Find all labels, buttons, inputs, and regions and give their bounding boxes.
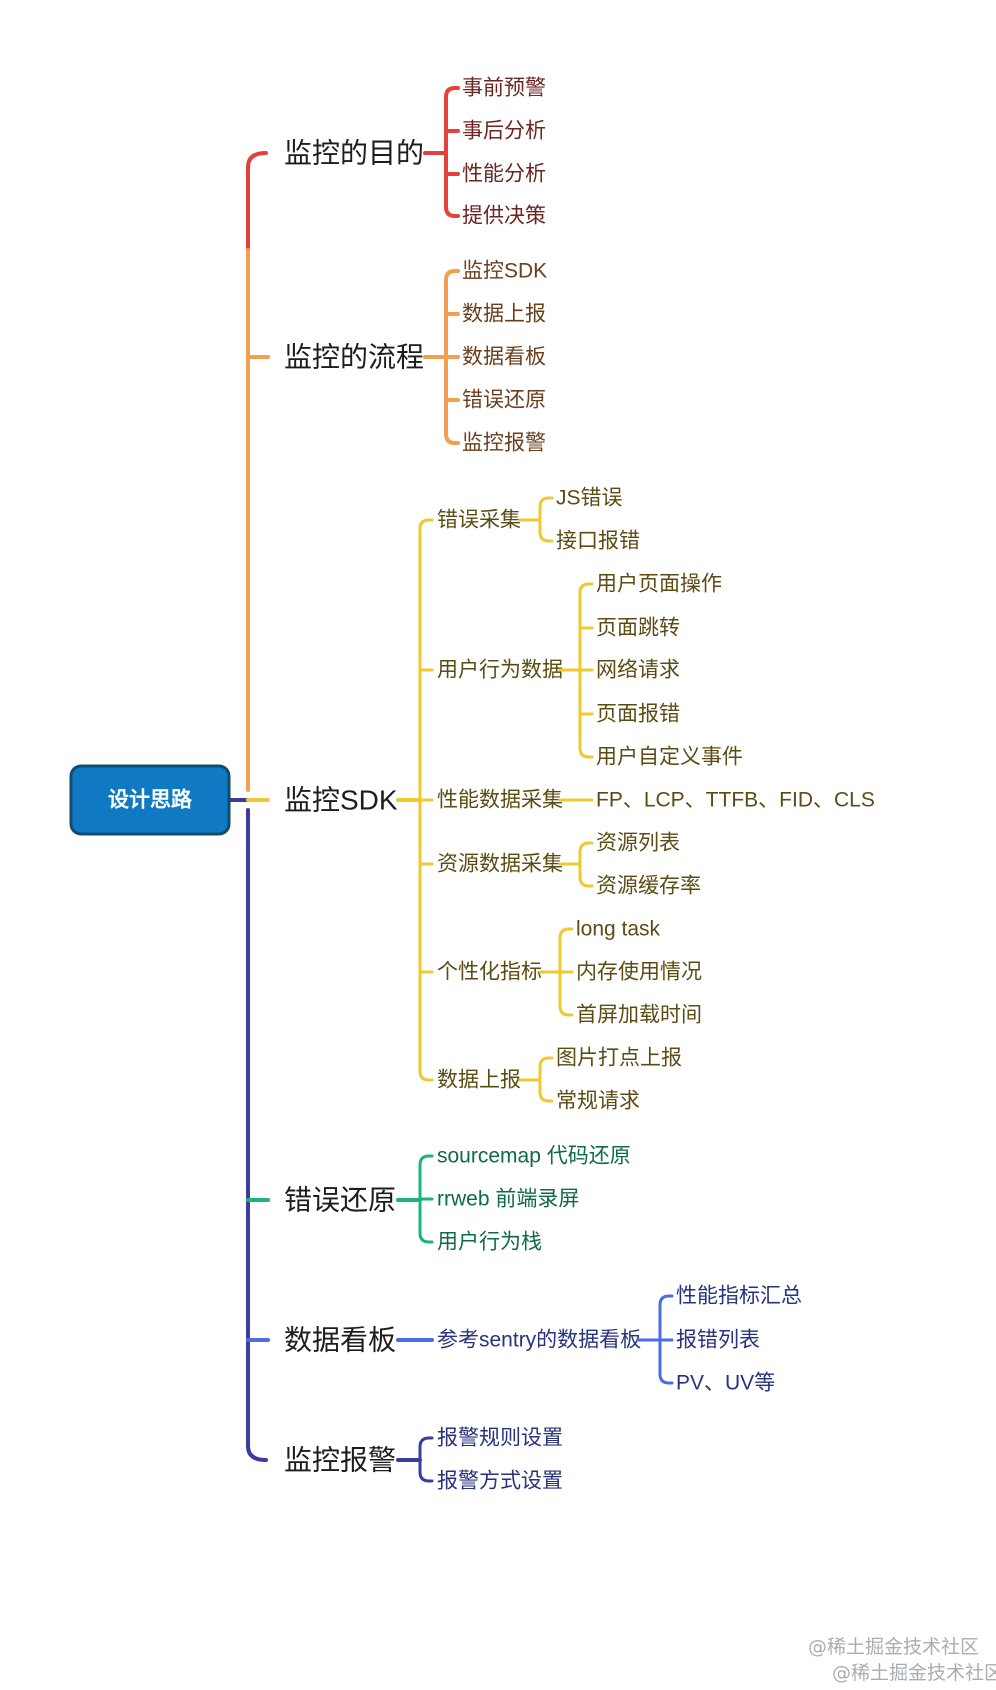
sdk-leaf: 图片打点上报 xyxy=(556,1047,682,1070)
watermark-line-2: @稀土掘金技术社区 xyxy=(832,1662,996,1684)
branch6-bracket xyxy=(418,1436,434,1483)
branch6-item: 报警规则设置 xyxy=(437,1427,563,1450)
branch-label-6: 监控报警 xyxy=(284,1445,396,1476)
branch2-bracket xyxy=(444,269,460,445)
sdk-leaf: 网络请求 xyxy=(596,659,680,682)
sdk-group-label-5: 个性化指标 xyxy=(437,961,542,984)
branch4-item: rrweb 前端录屏 xyxy=(437,1188,579,1211)
trunk-lower xyxy=(246,808,268,1462)
branch4-bracket xyxy=(418,1154,434,1244)
sdk-group-bracket-5 xyxy=(558,927,574,1017)
sdk-leaf: 资源缓存率 xyxy=(596,875,701,898)
dashboard-leaf: PV、UV等 xyxy=(676,1372,775,1395)
branch-label-3: 监控SDK xyxy=(284,785,398,816)
sdk-group-label-1: 错误采集 xyxy=(437,509,521,532)
branch4-item: 用户行为栈 xyxy=(437,1231,542,1254)
branch1-item: 提供决策 xyxy=(462,205,546,228)
dashboard-ref-label: 参考sentry的数据看板 xyxy=(437,1329,641,1352)
sdk-leaf: 页面跳转 xyxy=(596,617,680,640)
sdk-group-label-3: 性能数据采集 xyxy=(437,789,563,812)
branch2-item: 错误还原 xyxy=(462,389,546,412)
sdk-group-bracket-6 xyxy=(538,1056,554,1103)
sdk-group-label-4: 资源数据采集 xyxy=(437,853,563,876)
sdk-leaf: 页面报错 xyxy=(596,703,680,726)
sdk-group-label-2: 用户行为数据 xyxy=(437,659,563,682)
dashboard-leaf: 报错列表 xyxy=(676,1329,760,1352)
sdk-leaf: 资源列表 xyxy=(596,832,680,855)
sdk-leaf: JS错误 xyxy=(556,487,623,510)
sdk-leaf: 常规请求 xyxy=(556,1090,640,1113)
branch3-bracket xyxy=(418,518,434,1082)
sdk-group-label-6: 数据上报 xyxy=(437,1069,521,1092)
sdk-leaf: 用户自定义事件 xyxy=(596,746,743,769)
sdk-leaf: long task xyxy=(576,918,661,941)
root-node: 设计思路 xyxy=(69,764,231,836)
sdk-leaf: 首屏加载时间 xyxy=(576,1004,702,1027)
branch1-bracket xyxy=(444,86,460,218)
sdk-leaf: 接口报错 xyxy=(556,530,640,553)
branch4-item: sourcemap 代码还原 xyxy=(437,1145,631,1168)
branch-label-5: 数据看板 xyxy=(284,1325,396,1356)
sdk-group-bracket-1 xyxy=(538,496,554,543)
trunk-top xyxy=(246,151,268,252)
branch-label-1: 监控的目的 xyxy=(284,138,424,169)
branch6-item: 报警方式设置 xyxy=(437,1470,563,1493)
sdk-leaf: 内存使用情况 xyxy=(576,961,702,984)
sdk-group-bracket-2 xyxy=(578,582,594,759)
dashboard-leaf: 性能指标汇总 xyxy=(676,1285,802,1308)
sdk-group-bracket-4 xyxy=(578,841,594,888)
branch-label-2: 监控的流程 xyxy=(284,342,424,373)
root-label: 设计思路 xyxy=(108,788,193,812)
sdk-leaf: 用户页面操作 xyxy=(596,573,722,596)
branch-label-4: 错误还原 xyxy=(284,1185,396,1216)
branch2-item: 数据上报 xyxy=(462,303,546,326)
branch1-item: 事前预警 xyxy=(462,77,546,100)
sdk-leaf: FP、LCP、TTFB、FID、CLS xyxy=(596,789,875,812)
branch1-item: 事后分析 xyxy=(462,120,546,143)
branch2-item: 数据看板 xyxy=(462,346,546,369)
branch2-item: 监控SDK xyxy=(462,260,547,283)
dashboard-ref-bracket xyxy=(658,1294,674,1385)
branch1-item: 性能分析 xyxy=(462,163,546,186)
watermark-line-1: @稀土掘金技术社区 xyxy=(808,1636,980,1658)
branch2-item: 监控报警 xyxy=(462,432,546,455)
